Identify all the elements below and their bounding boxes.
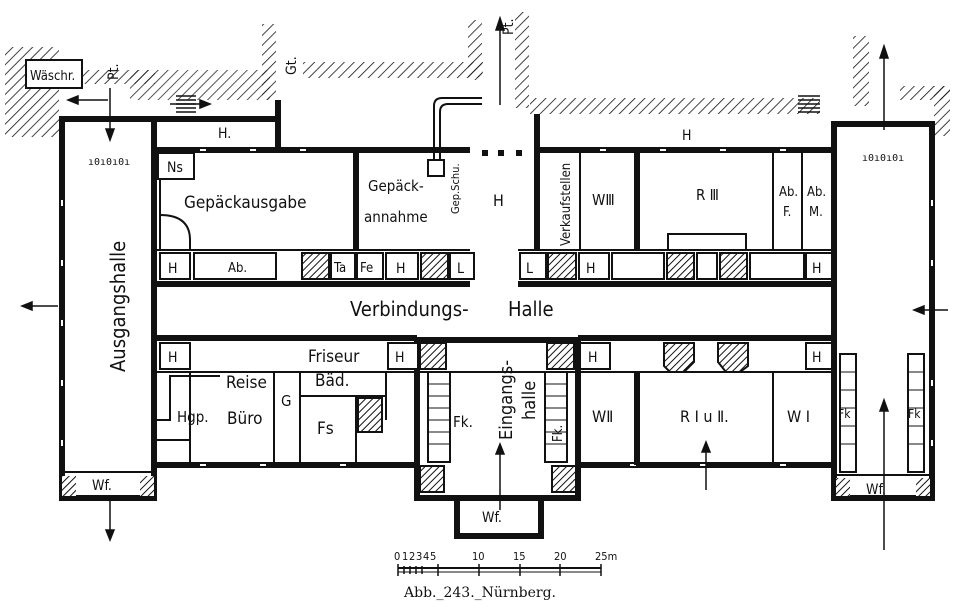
label-annahme: annahme — [364, 208, 428, 226]
label-halle: Halle — [508, 297, 554, 321]
direction-arrows — [19, 15, 948, 550]
label-h-row1b: H — [396, 261, 405, 277]
label-h-row2b: H — [395, 350, 404, 366]
label-ab-f-text: Ab. — [779, 185, 798, 200]
label-wf-mid: Wf. — [482, 510, 502, 526]
label-h-row2d: H — [812, 350, 821, 366]
label-h-row2c: H — [588, 350, 597, 366]
label-wf-right: Wf. — [866, 482, 886, 498]
label-gt: Gt. — [284, 56, 300, 75]
label-ab-m-text2: M. — [809, 205, 823, 220]
scale-tick-0: 0 — [394, 550, 400, 563]
exit-steps — [176, 95, 820, 113]
baggage-conveyor — [154, 97, 482, 421]
lower-corridor-rooms — [154, 335, 834, 373]
window-marks — [61, 149, 933, 466]
scale-tick-3: 3 — [416, 550, 422, 563]
label-ab-row1: Ab. — [228, 261, 247, 276]
label-gep-schr: Gep.Schu. — [449, 163, 462, 214]
label-baed: Bäd. — [315, 371, 349, 391]
scale-tick-2: 2 — [409, 550, 415, 563]
label-buero: Büro — [227, 409, 262, 429]
piers — [62, 465, 930, 496]
label-ta: Ta — [333, 261, 346, 276]
label-friseur: Friseur — [308, 347, 360, 367]
label-gepaeck: Gepäck- — [368, 177, 424, 195]
scale-tick-10: 10 — [472, 550, 485, 563]
scale-tick-4: 4 — [423, 550, 429, 563]
label-ausgangshalle: Ausgangshalle — [106, 241, 130, 372]
scale-tick-15: 15 — [513, 550, 526, 563]
label-w1: W Ⅰ — [787, 407, 810, 426]
label-wf-left: Wf. — [92, 478, 112, 494]
svg-text:ı0ı0ı0ı: ı0ı0ı0ı — [88, 157, 130, 168]
label-fs: Fs — [317, 419, 334, 439]
label-h-row1d: H — [812, 261, 821, 277]
label-fk-mid: Fk. — [551, 425, 566, 442]
scale-tick-25m: 25m — [595, 550, 617, 563]
label-l-left: L — [457, 261, 464, 277]
label-r3: R Ⅲ — [696, 186, 719, 204]
label-h-row1: H — [168, 261, 177, 277]
label-eingangs: Eingangs- — [496, 360, 517, 440]
label-ab-m-text: Ab. — [807, 185, 826, 200]
label-w2: WⅡ — [592, 407, 613, 426]
label-pt-left: Pt. — [106, 63, 122, 80]
label-fk-r1: Fk — [838, 407, 851, 421]
label-verbindungs: Verbindungs- — [350, 297, 469, 321]
label-r12: R Ⅰ u Ⅱ. — [680, 407, 729, 426]
room-labels: Pt. Gt. Pt. H. Ns Gepäckausgabe Gepäck- … — [92, 18, 921, 526]
label-l-right: L — [526, 261, 533, 277]
label-reise: Reise — [226, 373, 267, 393]
label-h-row1c: H — [586, 261, 595, 277]
stairs — [427, 353, 925, 473]
label-h-right-top: H — [682, 128, 691, 144]
scale-tick-20: 20 — [554, 550, 567, 563]
label-gepaeckausgabe: Gepäckausgabe — [184, 193, 307, 213]
label-ns: Ns — [167, 160, 183, 176]
scale-tick-1: 1 — [402, 550, 408, 563]
svg-text:ı0ı0ı0ı: ı0ı0ı0ı — [862, 153, 904, 164]
barrier-marks: ı0ı0ı0ı ı0ı0ı0ı — [88, 150, 904, 168]
label-verkaufstellen: Verkaufstellen — [559, 163, 574, 246]
figure-caption: Abb._243._Nürnberg. — [404, 585, 556, 601]
floor-plan: Wäschr. — [5, 12, 950, 576]
label-g: G — [281, 392, 291, 410]
label-fk-r2: Fk — [908, 407, 921, 421]
ground-hatching — [5, 12, 950, 137]
label-h-center: H — [493, 191, 504, 210]
label-waschraum: Wäschr. — [30, 69, 75, 84]
label-hgp: Hgp. — [177, 408, 209, 426]
upper-corridor-rooms — [154, 249, 834, 287]
label-h-row2a: H — [168, 350, 177, 366]
label-eingangs-halle: halle — [519, 381, 540, 420]
label-ab-f-text2: F. — [783, 205, 791, 220]
scale-tick-5: 5 — [430, 550, 436, 563]
label-fk-left: Fk. — [453, 413, 473, 431]
label-h-top: H. — [218, 126, 231, 142]
scale-bar: 0 1 2 3 4 5 10 15 20 25m — [394, 550, 617, 576]
outer-walls — [59, 100, 935, 539]
label-pt-top: Pt. — [501, 18, 517, 35]
label-w3: WⅢ — [592, 191, 615, 209]
label-fe: Fe — [360, 261, 373, 276]
waschraum-box — [25, 59, 83, 89]
